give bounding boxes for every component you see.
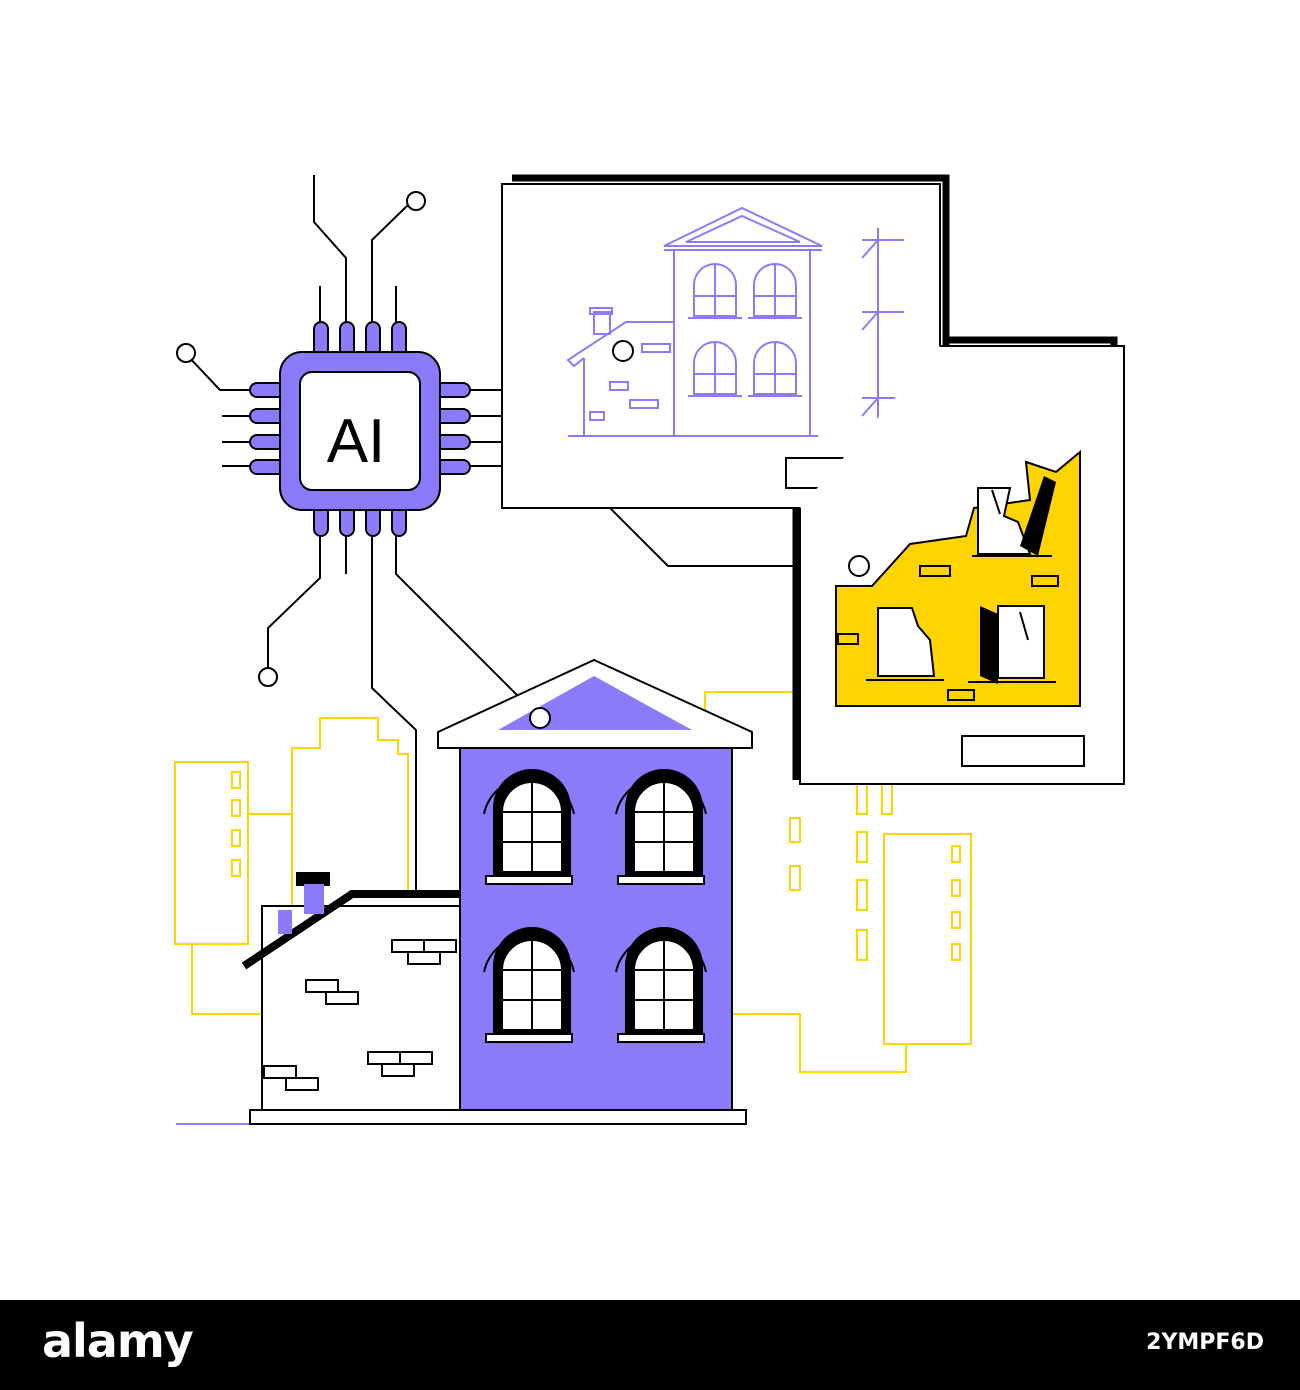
image-id-label: 2YMPF6D bbox=[1146, 1330, 1264, 1355]
damaged-building-card bbox=[792, 336, 1125, 785]
building-right-windows bbox=[789, 783, 961, 961]
main-house bbox=[176, 658, 753, 1125]
brick-patterns bbox=[263, 939, 457, 1091]
blueprint-house bbox=[566, 206, 904, 437]
circuit-nodes bbox=[176, 191, 426, 687]
building-left-windows bbox=[231, 771, 241, 877]
ai-chip: AI bbox=[249, 321, 471, 537]
brand-logo: alamy bbox=[42, 1314, 194, 1368]
chip-label: AI bbox=[327, 407, 386, 476]
footer-bar: alamy 2YMPF6D bbox=[0, 1300, 1300, 1390]
house-windows bbox=[483, 769, 707, 1043]
illustration-canvas: AI bbox=[174, 174, 1125, 1125]
damaged-caption-box bbox=[961, 735, 1085, 767]
chip-face bbox=[299, 371, 421, 491]
